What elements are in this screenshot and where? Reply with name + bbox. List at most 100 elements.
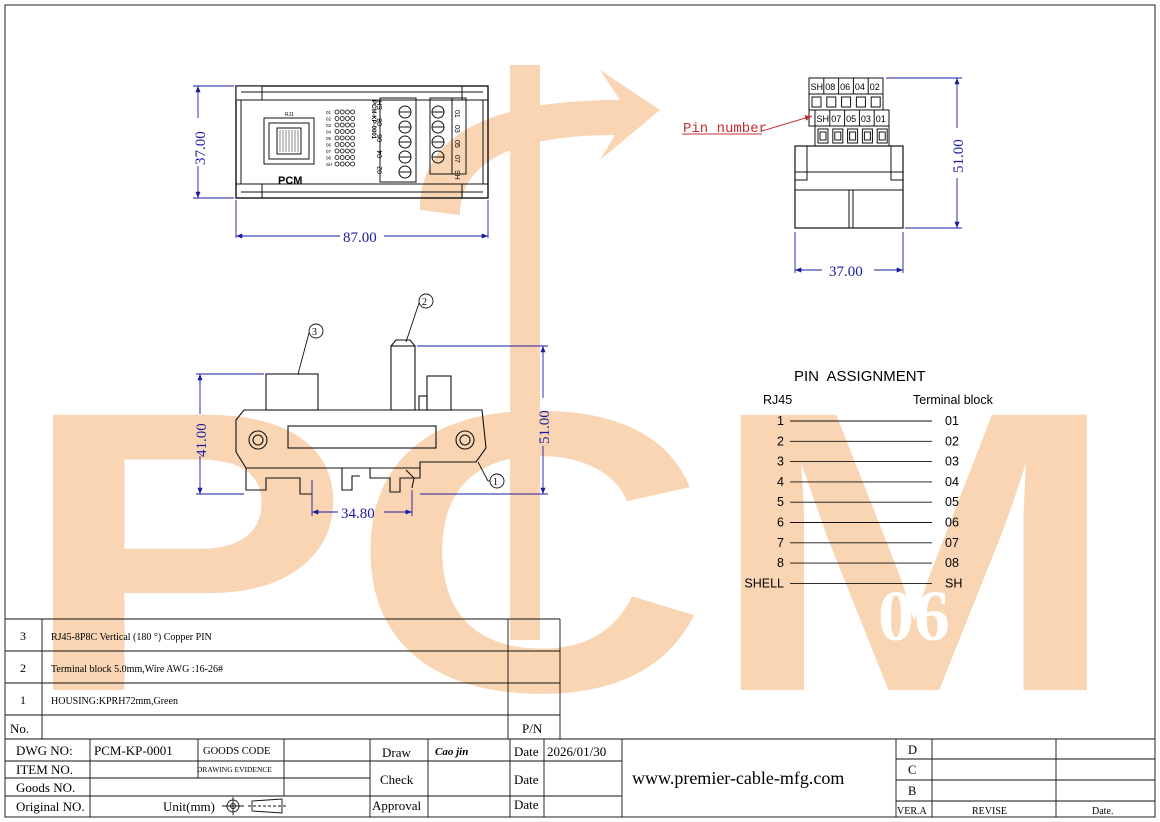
part-text: PCM-KP-0001: [370, 100, 376, 140]
pin-terminal-value: 07: [945, 536, 959, 550]
terminal-top-label: 06: [377, 134, 384, 142]
bom-table: [5, 618, 1155, 817]
led-dot: [350, 109, 356, 115]
side-top-pin-label: SH: [811, 82, 824, 92]
bom-row-no: 3: [20, 629, 26, 643]
terminal-top-label: SH: [377, 100, 384, 110]
led-dot: [344, 161, 350, 167]
led-dot: [350, 161, 356, 167]
led-dot: [339, 109, 345, 115]
terminal-bot-label: 01: [453, 110, 460, 118]
rj-label: RJ1: [285, 112, 294, 118]
front-height-left-dim: 41.00: [194, 423, 210, 457]
led-dot: [344, 116, 350, 121]
top-pin-row-label: 07: [326, 149, 332, 154]
led-dot: [344, 109, 350, 115]
terminal-top-label: 08: [377, 118, 384, 126]
front-width-dim: 34.80: [341, 506, 375, 522]
side-bot-pin-label: 07: [831, 114, 841, 124]
pin-rj45-value: 5: [777, 495, 784, 509]
rev-letter-b: B: [908, 784, 916, 798]
top-pin-row-label: 02: [326, 117, 332, 122]
top-pin-row-label: SH: [326, 162, 332, 167]
pin-rj45-value: 3: [777, 455, 784, 469]
callout-2: 2: [422, 297, 427, 308]
top-width-dim: 87.00: [343, 230, 377, 246]
pcm-watermark: PCM: [20, 65, 1120, 775]
side-top-pin-label: 06: [840, 82, 850, 92]
led-dot: [344, 142, 350, 147]
side-height-dim: 51.00: [951, 139, 967, 173]
side-bot-pin-label: SH: [817, 114, 830, 124]
led-dot: [350, 155, 356, 160]
led-dot: [334, 142, 340, 147]
watermark-text: PCM: [20, 328, 1120, 775]
bom-row-no: 2: [20, 661, 26, 675]
watermark-suffix: 06: [878, 576, 950, 656]
top-pin-row-label: 06: [326, 143, 332, 148]
callout-3: 3: [312, 327, 317, 338]
led-dot: [339, 135, 345, 141]
bom-row-desc: Terminal block 5.0mm,Wire AWG :16-26#: [51, 664, 223, 675]
led-dot: [339, 142, 345, 147]
side-bot-pin-label: 05: [846, 114, 856, 124]
dwg-no-label: DWG NO:: [16, 743, 73, 758]
rev-letter-d: D: [908, 743, 917, 757]
bom-header-no: No.: [10, 721, 29, 736]
dwg-no-value: PCM-KP-0001: [94, 743, 173, 758]
date-label-1: Date: [514, 744, 539, 759]
date-col-label: Date.: [1092, 806, 1113, 817]
led-dot: [334, 116, 340, 121]
pin-terminal-value: 04: [945, 475, 959, 489]
bom-row-desc: RJ45-8P8C Vertical (180 °) Copper PIN: [51, 632, 212, 643]
led-dot: [339, 116, 345, 121]
date-label-3: Date: [514, 797, 539, 812]
led-dot: [334, 122, 340, 128]
callout-1: 1: [493, 477, 498, 488]
pin-rj45-value: 2: [777, 434, 784, 448]
terminal-bot-label: SH: [453, 170, 460, 180]
top-view-dimensions: [193, 85, 489, 239]
pin-assignment-title: PIN ASSIGNMENT: [794, 368, 926, 385]
date-label-2: Date: [514, 772, 539, 787]
top-pin-row-label: 03: [326, 123, 332, 128]
revise-label: REVISE: [972, 806, 1007, 817]
terminal-bot-label: 07: [453, 155, 460, 163]
rev-letter-c: C: [908, 763, 916, 777]
pin-terminal-value: SH: [945, 576, 962, 590]
pin-rj45-value: 7: [777, 536, 784, 550]
led-dot: [339, 122, 345, 128]
logo-text: PCM: [278, 175, 302, 187]
led-dot: [344, 148, 350, 154]
approval-label: Approval: [372, 798, 421, 813]
led-dot: [334, 109, 340, 115]
pin-rj45-value: 1: [777, 414, 784, 428]
side-width-dim: 37.00: [829, 264, 863, 280]
terminal-top-label: 02: [377, 166, 384, 174]
terminal-bot-label: 05: [453, 140, 460, 148]
led-dot: [350, 148, 356, 154]
pin-left-header: RJ45: [763, 393, 792, 407]
led-dot: [339, 155, 345, 160]
bom-row-no: 1: [20, 693, 26, 707]
top-height-dim: 37.00: [193, 131, 209, 165]
pin-right-header: Terminal block: [913, 393, 994, 407]
led-dot: [334, 135, 340, 141]
callouts: [297, 293, 505, 489]
side-view-dimensions: [794, 77, 962, 273]
goods-no-label: Goods NO.: [16, 780, 75, 795]
led-dot: [334, 155, 340, 160]
original-no-label: Original NO.: [16, 799, 85, 814]
pin-rj45-value: 4: [777, 475, 784, 489]
unit-label: Unit(mm): [163, 799, 215, 814]
title-block: DWG NO: PCM-KP-0001 GOODS CODE ITEM NO. …: [16, 743, 1113, 817]
led-dot: [344, 135, 350, 141]
draw-label: Draw: [382, 745, 411, 760]
pin-terminal-value: 05: [945, 495, 959, 509]
website: www.premier-cable-mfg.com: [632, 768, 844, 788]
led-dot: [334, 148, 340, 154]
led-dot: [339, 148, 345, 154]
date-value: 2026/01/30: [547, 744, 606, 759]
pin-terminal-value: 03: [945, 455, 959, 469]
